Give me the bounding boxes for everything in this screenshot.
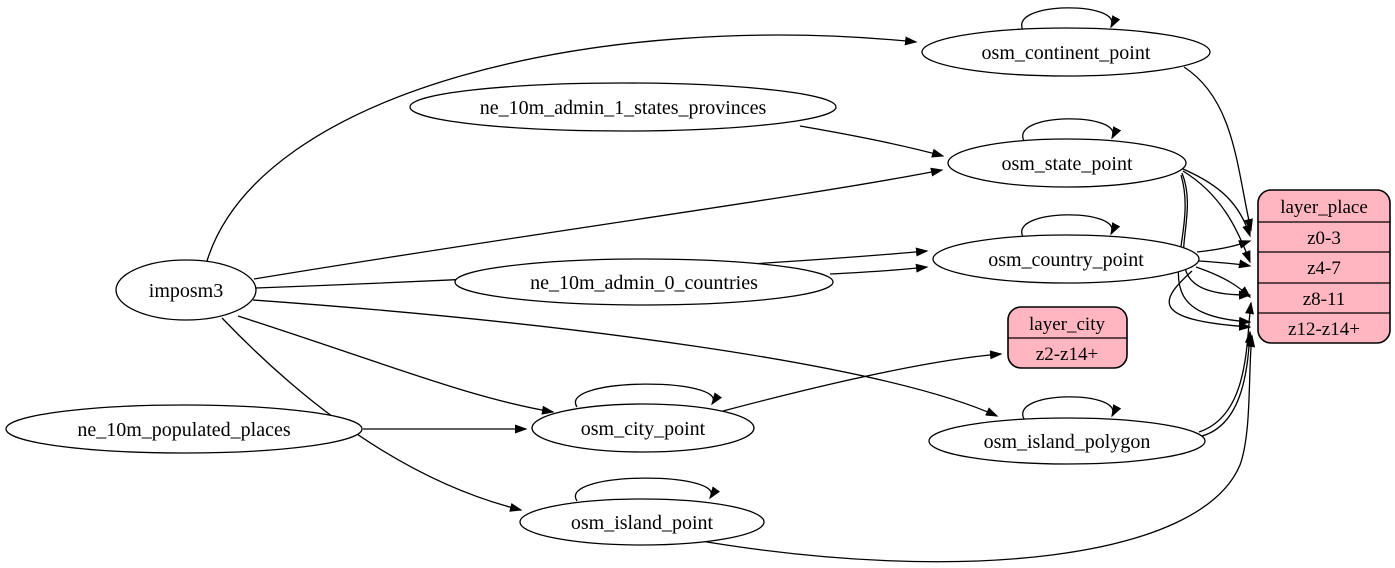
edge-osm_island_polygon-self — [1022, 396, 1122, 420]
layer_place-box — [1257, 189, 1391, 344]
node-osm_state_point: osm_state_point — [947, 138, 1187, 188]
edge-osm_state_point-layer_place-z0-3 — [1182, 168, 1251, 238]
edge-osm_country_point-layer_place-z0-3 — [1196, 240, 1252, 253]
osm_island_point-ellipse — [519, 498, 765, 546]
edge-osm_country_point-layer_place-z4-7 — [1198, 259, 1252, 269]
edge-osm_country_point-layer_place-z8-11 — [1195, 266, 1252, 299]
edge-osm_island_point-layer_place-z12-z14 — [694, 334, 1256, 563]
osm_state_point-ellipse — [947, 138, 1187, 188]
edge-osm_state_point-layer_place-z4-7 — [1182, 170, 1251, 264]
node-osm_city_point: osm_city_point — [531, 403, 755, 453]
layer_place-row-z0-3: z0-3 — [1307, 228, 1341, 249]
edge-ne_10m_admin_0_countries-osm_country_point — [829, 263, 929, 275]
record-layer_place: layer_place z0-3 z4-7 z8-11 z12-z14+ — [1257, 189, 1391, 344]
edge-imposm3-osm_city_point — [237, 315, 555, 415]
edge-osm_continent_point-self — [1021, 7, 1121, 31]
node-osm_island_polygon: osm_island_polygon — [928, 417, 1206, 465]
node-osm_continent_point: osm_continent_point — [921, 27, 1211, 77]
edge-osm_island_polygon-layer_place-z8-11 — [1198, 301, 1254, 433]
node-ne_10m_populated_places: ne_10m_populated_places — [5, 404, 363, 454]
edge-imposm3-osm_island_polygon — [252, 299, 999, 417]
edge-ne_10m_admin_1_states_provinces-osm_state_point — [799, 125, 945, 158]
osm_state_point-label: osm_state_point — [1001, 153, 1133, 175]
node-ne_10m_admin_0_countries: ne_10m_admin_0_countries — [454, 258, 834, 306]
osm_island_point-label: osm_island_point — [571, 512, 714, 534]
edge-osm_island_polygon-layer_place-z12-z14 — [1201, 330, 1254, 437]
osm_continent_point-label: osm_continent_point — [982, 42, 1151, 64]
node-ne_10m_admin_1_states_provinces: ne_10m_admin_1_states_provinces — [409, 82, 837, 132]
layer_city-row-z2-z14: z2-z14+ — [1036, 344, 1098, 365]
imposm3-ellipse — [115, 259, 257, 321]
edge-imposm3-osm_island_point — [221, 317, 523, 512]
edge-imposm3-osm_state_point — [253, 167, 944, 280]
edge-osm_city_point-layer_city-z2 — [722, 350, 1003, 412]
node-osm_country_point: osm_country_point — [932, 234, 1200, 284]
osm_city_point-ellipse — [531, 403, 755, 453]
layer_place-row-z8-11: z8-11 — [1303, 289, 1346, 310]
ne_10m_admin_1_states_provinces-label: ne_10m_admin_1_states_provinces — [480, 97, 767, 119]
layer_place-row-z12-z14: z12-z14+ — [1288, 319, 1360, 340]
ne_10m_populated_places-label: ne_10m_populated_places — [77, 419, 290, 441]
edge-osm_country_point-self — [1021, 214, 1121, 238]
imposm3-label: imposm3 — [149, 280, 223, 302]
node-osm_island_point: osm_island_point — [519, 498, 765, 546]
ne_10m_populated_places-ellipse — [5, 404, 363, 454]
osm_country_point-label: osm_country_point — [988, 249, 1144, 271]
ne_10m_admin_1_states_provinces-ellipse — [409, 82, 837, 132]
ne_10m_admin_0_countries-ellipse — [454, 258, 834, 306]
edge-osm_island_point-self — [574, 477, 720, 502]
edge-osm_city_point-self — [574, 383, 722, 408]
layer_city-title: layer_city — [1029, 314, 1105, 335]
node-imposm3: imposm3 — [115, 259, 257, 321]
edge-osm_continent_point-layer_place-z0-3 — [1183, 66, 1253, 232]
edge-layer — [206, 7, 1256, 563]
osm_island_polygon-ellipse — [928, 417, 1206, 465]
osm_continent_point-ellipse — [921, 27, 1211, 77]
record-layer_city: layer_city z2-z14+ — [1007, 306, 1128, 369]
edge-osm_state_point-self — [1022, 118, 1122, 142]
edge-imposm3-osm_continent_point — [206, 34, 918, 262]
osm_city_point-label: osm_city_point — [581, 418, 706, 440]
ne_10m_admin_0_countries-label: ne_10m_admin_0_countries — [530, 272, 758, 294]
osm_country_point-ellipse — [932, 234, 1200, 284]
edge-osm_country_point-layer_place-z12-z14 — [1168, 270, 1252, 331]
osm_island_polygon-label: osm_island_polygon — [984, 431, 1151, 453]
layer_place-row-z4-7: z4-7 — [1307, 258, 1341, 279]
edge-osm_state_point-layer_place-z8-11 — [1181, 172, 1252, 300]
layer_place-title: layer_place — [1280, 197, 1368, 218]
